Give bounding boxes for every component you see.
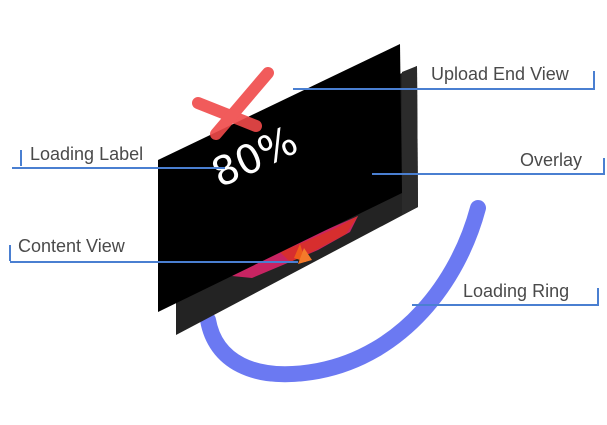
label-loading-label: Loading Label [30,144,144,164]
leader-loading-ring [412,288,599,306]
leader-overlay [372,158,605,175]
label-upload-end-view: Upload End View [431,64,569,84]
overlay-panel [158,44,402,312]
loading-ring [200,200,486,383]
label-overlay: Overlay [520,150,583,170]
close-icon [192,67,274,140]
leader-lines [9,71,605,306]
label-loading-ring: Loading Ring [463,281,570,301]
leader-upload-end-view [293,71,595,90]
back-panel-edge [402,66,418,215]
label-content-view: Content View [18,236,125,256]
